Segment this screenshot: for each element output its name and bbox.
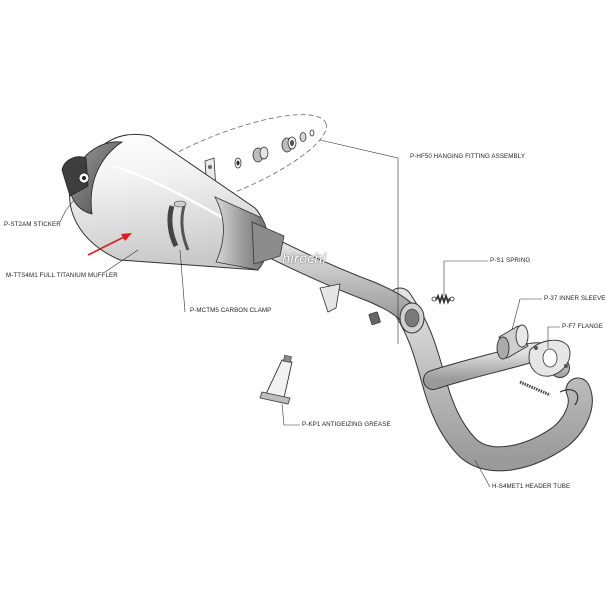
red-arrow <box>87 233 132 256</box>
label-header-tube: H-S4MET1 HEADER TUBE <box>492 483 571 490</box>
spring <box>431 293 455 305</box>
grease-tube <box>259 354 293 405</box>
carbon-clamp <box>167 200 190 251</box>
label-carbon-clamp: P-MCTM5 CARBON CLAMP <box>190 307 272 314</box>
muffler <box>61 133 285 271</box>
label-flange: P-F7 FLANGE <box>562 323 603 330</box>
flange <box>528 339 571 377</box>
watermark: hirochi <box>282 252 327 267</box>
label-sticker: P-ST2AM STICKER <box>4 221 61 228</box>
label-grease: P-KP1 ANTIGEIZING GREASE <box>302 421 391 428</box>
label-hanging-fitting: P-HF50 HANGING FITTING ASSEMBLY <box>410 153 526 160</box>
label-inner-sleeve: P-37 INNER SLEEVE <box>544 295 606 302</box>
label-muffler: M-TTS4M1 FULL TITANIUM MUFFLER <box>6 272 118 279</box>
link-pipe <box>257 235 423 329</box>
inner-sleeve <box>496 324 529 360</box>
leader-lines <box>59 139 560 488</box>
label-spring: P-S1 SPRING <box>490 257 531 264</box>
header-tube <box>387 287 593 472</box>
